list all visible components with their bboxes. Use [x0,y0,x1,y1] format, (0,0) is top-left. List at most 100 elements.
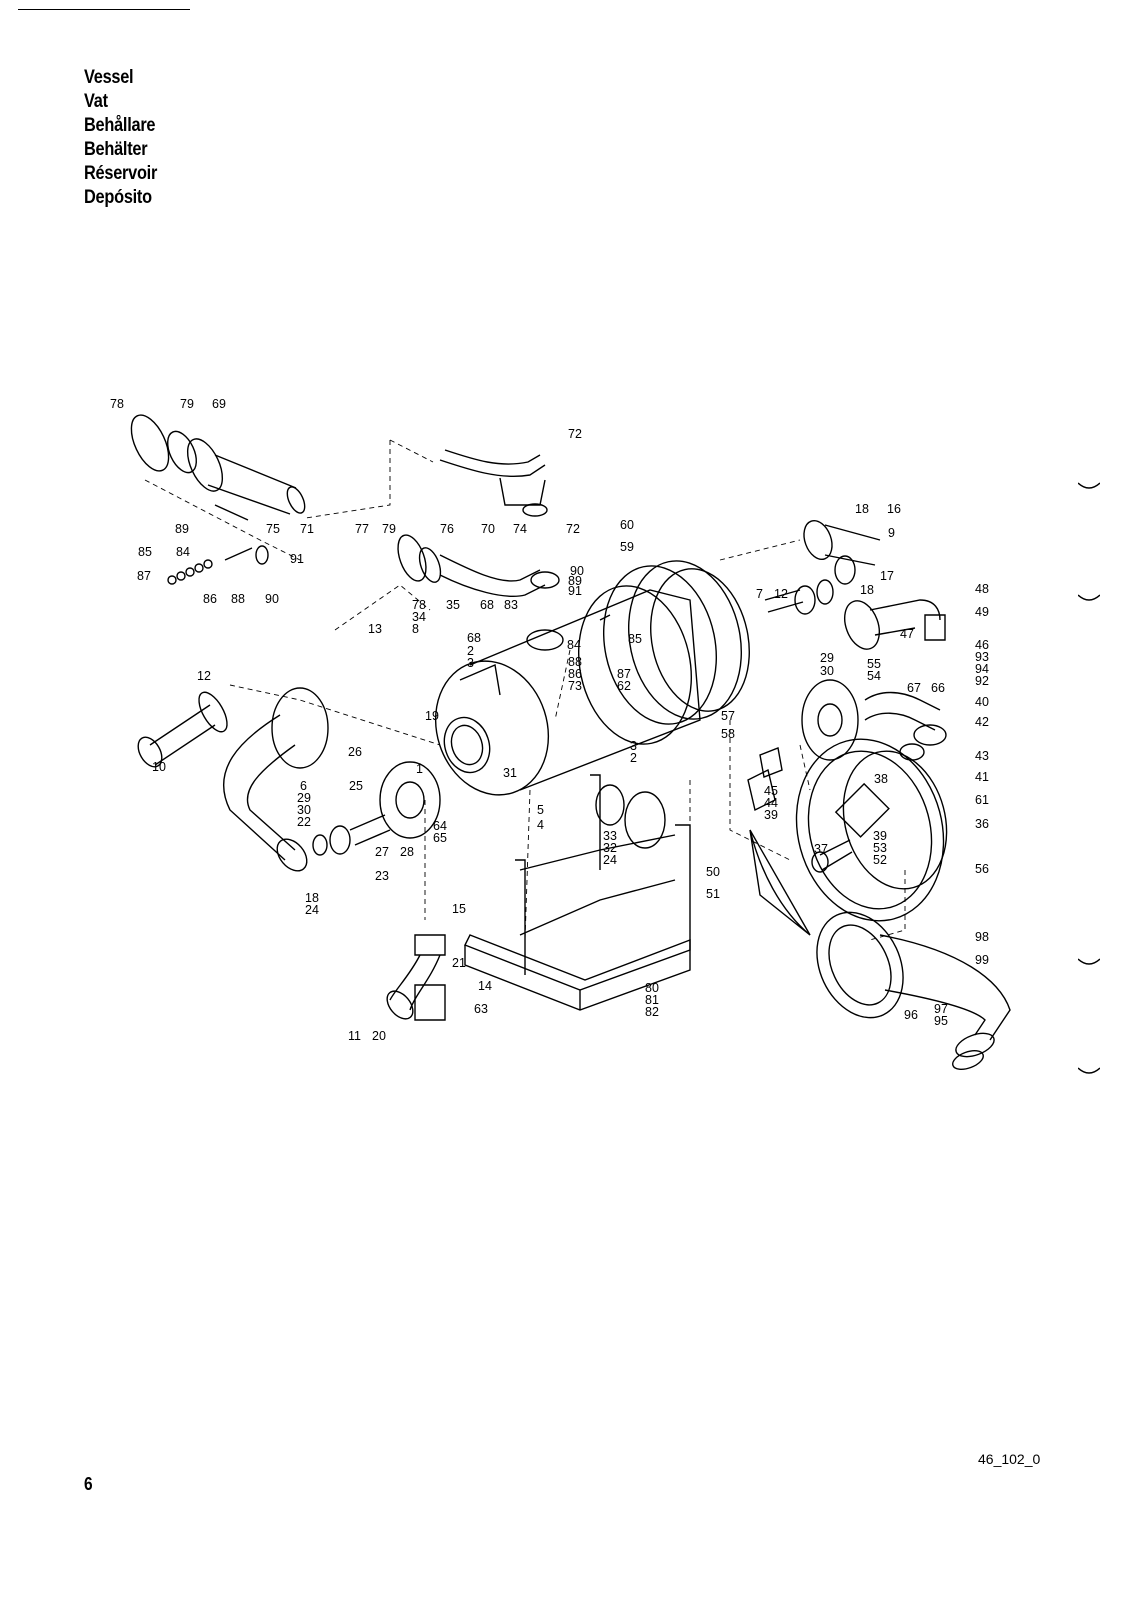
title-german: Behälter [84,139,148,160]
page-number: 6 [84,1474,93,1494]
part-number-2: 2 [630,751,637,765]
part-number-28: 28 [400,845,414,859]
part-number-36: 36 [975,817,989,831]
decal-label [747,747,783,812]
part-number-89: 89 [175,522,189,536]
part-number-74: 74 [513,522,527,536]
part-number-79: 79 [382,522,396,536]
punch-mark [1078,594,1100,601]
part-number-98: 98 [975,930,989,944]
part-number-3: 3 [467,656,474,670]
part-number-80: 80 [645,981,659,995]
part-number-22: 22 [297,815,311,829]
part-number-16: 16 [887,502,901,516]
part-number-86: 86 [203,592,217,606]
part-number-18: 18 [860,583,874,597]
part-number-85: 85 [138,545,152,559]
part-number-86: 86 [568,667,582,681]
part-number-91: 91 [290,552,304,566]
part-number-30: 30 [820,664,834,678]
part-number-91: 91 [568,584,582,598]
part-number-26: 26 [348,745,362,759]
part-number-96: 96 [904,1008,918,1022]
part-number-72: 72 [568,427,582,441]
part-number-82: 82 [645,1005,659,1019]
part-number-84: 84 [567,638,581,652]
part-number-49: 49 [975,605,989,619]
part-number-69: 69 [212,397,226,411]
pipe-small-left [137,691,228,768]
part-number-85: 85 [628,632,642,646]
pipe-right-flange [801,679,947,761]
part-number-63: 63 [474,1002,488,1016]
cover-plate [595,784,666,849]
part-number-53: 53 [873,841,887,855]
part-number-48: 48 [975,582,989,596]
part-number-58: 58 [721,727,735,741]
part-number-64: 64 [433,819,447,833]
punch-mark [1078,958,1100,965]
part-number-21: 21 [452,956,466,970]
part-number-95: 95 [934,1014,948,1028]
part-number-7: 7 [756,587,763,601]
part-number-57: 57 [721,709,735,723]
part-number-24: 24 [305,903,319,917]
document-code: 46_102_0 [978,1451,1041,1467]
part-number-12: 12 [197,669,211,683]
part-number-47: 47 [900,627,914,641]
part-number-94: 94 [975,662,989,676]
part-number-23: 23 [375,869,389,883]
part-number-62: 62 [617,679,631,693]
hub-spindle [312,761,441,856]
part-number-97: 97 [934,1002,948,1016]
part-number-78: 78 [110,397,124,411]
vessel-body [434,589,701,796]
lid-assembly-right [795,738,948,922]
support-frame [464,774,691,1011]
pipe-upper-right [764,519,881,615]
part-number-5: 5 [537,803,544,817]
part-number-83: 83 [504,598,518,612]
part-number-8: 8 [412,622,419,636]
flange-rings [577,560,750,745]
title-english: Vessel [84,67,134,88]
pipe-lower-left [223,687,329,872]
part-number-39: 39 [764,808,778,822]
part-number-55: 55 [867,657,881,671]
part-number-45: 45 [764,784,778,798]
part-number-17: 17 [880,569,894,583]
part-number-88: 88 [568,655,582,669]
part-number-19: 19 [425,709,439,723]
part-number-88: 88 [231,592,245,606]
part-number-67: 67 [907,681,921,695]
fittings-small-left [167,545,269,585]
punch-mark [1078,1067,1100,1074]
part-number-15: 15 [452,902,466,916]
part-number-93: 93 [975,650,989,664]
part-number-44: 44 [764,796,778,810]
part-number-59: 59 [620,540,634,554]
title-spanish: Depósito [84,187,152,208]
part-number-99: 99 [975,953,989,967]
pipe-top-right [844,599,946,650]
pipe-assembly-top-left [130,414,306,521]
part-number-92: 92 [975,674,989,688]
part-number-87: 87 [137,569,151,583]
part-number-24: 24 [603,853,617,867]
part-number-39: 39 [873,829,887,843]
part-number-54: 54 [867,669,881,683]
part-number-14: 14 [478,979,492,993]
part-number-42: 42 [975,715,989,729]
part-number-50: 50 [706,865,720,879]
part-number-73: 73 [568,679,582,693]
part-number-79: 79 [180,397,194,411]
part-number-10: 10 [152,760,166,774]
part-number-60: 60 [620,518,634,532]
part-number-56: 56 [975,862,989,876]
part-number-13: 13 [368,622,382,636]
part-number-68: 68 [467,631,481,645]
title-french: Réservoir [84,163,158,184]
punch-mark [1078,482,1100,489]
pipe-elbow-lower [386,934,446,1021]
